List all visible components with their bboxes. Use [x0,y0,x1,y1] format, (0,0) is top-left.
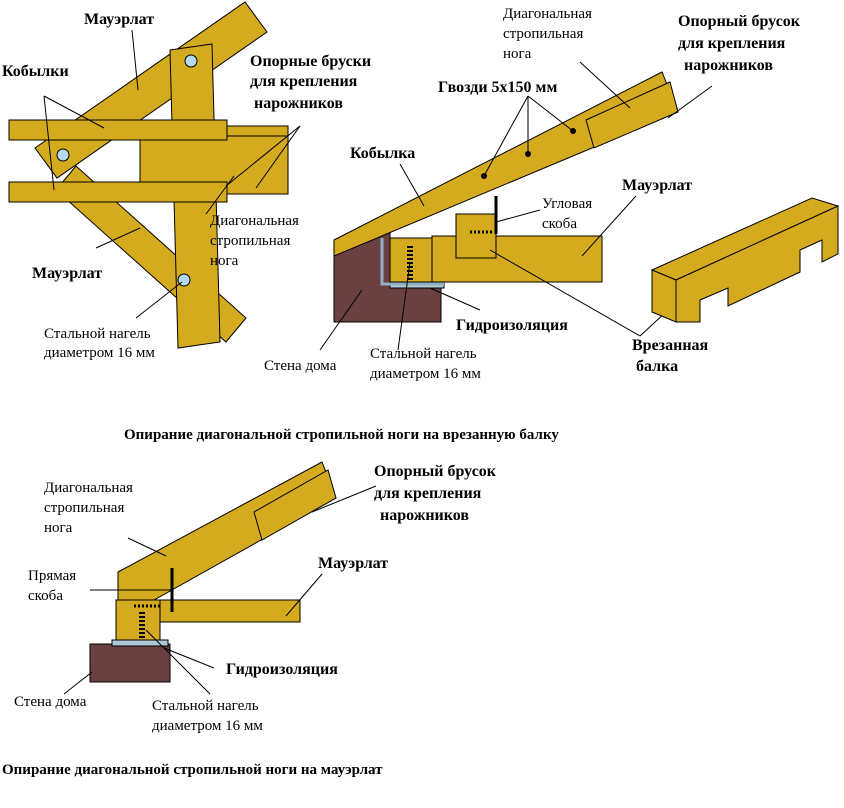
fig2-label-diag-1: Диагональная [503,6,592,22]
fig1-label-dowel-1: Стальной нагель [44,326,151,342]
fig1-label-support-bars-2: для крепления [250,73,358,90]
fig3-label-dowel-1: Стальной нагель [152,698,259,714]
sketch-long-face [675,205,839,323]
fig1-label-support-bars-1: Опорные бруски [250,53,371,70]
fig3-label-waterproofing: Гидроизоляция [226,661,338,678]
fig3-leader-wall [63,671,93,695]
fig2-label-dowel-2: диаметром 16 мм [370,366,481,382]
fig3-label-diag-1: Диагональная [44,480,133,496]
fig3-leader-mauerlat [285,573,323,617]
fig3-leader-diag [127,537,167,557]
fig3-label-support-3: нарожников [380,507,469,524]
fig3-mauerlat-support: Диагональная стропильная нога Опорный бр… [14,461,497,734]
fig1-leader-dowel [135,281,183,319]
fig1-label-diag-rafter-3: нога [210,253,239,269]
fig2-label-nails: Гвозди 5х150 мм [438,79,557,96]
fig2-label-diag-3: нога [503,46,532,62]
fig1-label-dowel-2: диаметром 16 мм [44,345,155,361]
fig3-leader-dowel [145,629,211,695]
fig2-leader-dowel [397,261,411,351]
fig2-caption: Опирание диагональной стропильной ноги н… [124,427,559,443]
fig3-label-diag-2: стропильная [44,500,124,516]
fig1-label-mauerlat-top: Мауэрлат [84,11,154,28]
fig3-diagonal-rafter [117,461,337,601]
fig2-leader-bracket [495,209,541,223]
fig2-leader-diag [579,61,631,109]
fig2-leader-support [667,85,713,119]
fig3-label-wall: Стена дома [14,694,87,710]
fig2-label-kobylka: Кобылка [350,145,415,162]
fig1-leader-kobylki-1 [43,95,105,129]
fig1-leader-diag [205,175,235,215]
fig1-label-diag-rafter-1: Диагональная [210,213,299,229]
fig2-leader-kobylka [399,163,425,207]
fig2-diagonal-rafter [333,71,679,257]
fig3-label-bracket-1: Прямая [28,568,76,584]
fig1-plan-view: Мауэрлат Кобылки Опорные бруски для креп… [2,1,371,361]
fig2-label-waterproofing: Гидроизоляция [456,317,568,334]
fig2-label-support-2: для крепления [678,35,786,52]
fig1-label-support-bars-3: нарожников [254,95,343,112]
fig2-leader-wall [319,289,363,351]
fig2-leader-mauerlat [581,195,637,257]
fig2-rafter-end-block [455,213,497,259]
fig2-support-bar [585,81,679,149]
fig1-leader-support-2 [255,125,301,189]
fig2-leader-waterproofing [429,287,481,311]
fig2-label-wall: Стена дома [264,358,337,374]
fig2-label-support-3: нарожников [684,57,773,74]
fig2-leader-nails-1 [483,95,529,177]
fig1-label-mauerlat-bottom: Мауэрлат [32,265,102,282]
fig3-label-bracket-2: скоба [28,588,63,604]
fig3-leader-support [311,485,377,513]
fig2-leader-inset-beam-1 [489,249,641,337]
fig3-label-dowel-2: диаметром 16 мм [152,718,263,734]
fig1-support-bar-end [226,125,289,137]
fig2-leader-nails-3 [527,95,574,132]
fig2-label-bracket-1: Угловая [542,196,592,212]
fig3-mauerlat [159,599,301,623]
fig2-label-inset-beam-1: Врезанная [632,337,709,354]
fig1-leader-mauerlat-top [131,29,139,91]
fig3-support-bar [253,469,337,541]
fig3-caption: Опирание диагональной стропильной ноги н… [2,762,383,778]
fig1-support-bar-upper [8,119,228,141]
fig2-inset-beam-sketch [650,197,840,323]
fig2-steel-angle [380,238,444,286]
fig1-bolt-hole-left [56,148,70,162]
fig1-label-kobylki: Кобылки [2,63,69,80]
fig3-leader-waterproofing [163,647,215,669]
fig1-label-diag-rafter-2: стропильная [210,233,290,249]
fig2-label-bracket-2: скоба [542,216,577,232]
fig2-inset-beam-support: Диагональная стропильная нога Опорный бр… [264,6,801,382]
fig1-leader-support-1 [225,125,301,187]
fig1-leader-kobylki-2 [43,95,55,191]
fig2-label-mauerlat: Мауэрлат [622,177,692,194]
fig2-label-support-1: Опорный брусок [678,13,801,30]
fig3-label-diag-3: нога [44,520,73,536]
fig1-leader-mauerlat-bottom [95,227,141,249]
fig2-label-dowel-1: Стальной нагель [370,346,477,362]
fig3-label-support-2: для крепления [374,485,482,502]
fig2-label-inset-beam-2: балка [636,358,678,375]
fig1-support-bar-lower [8,181,228,203]
fig3-house-wall [89,643,171,683]
fig1-bolt-hole-top [184,54,198,68]
fig2-label-diag-2: стропильная [503,26,583,42]
fig3-label-mauerlat: Мауэрлат [318,555,388,572]
fig3-label-support-1: Опорный брусок [374,463,497,480]
